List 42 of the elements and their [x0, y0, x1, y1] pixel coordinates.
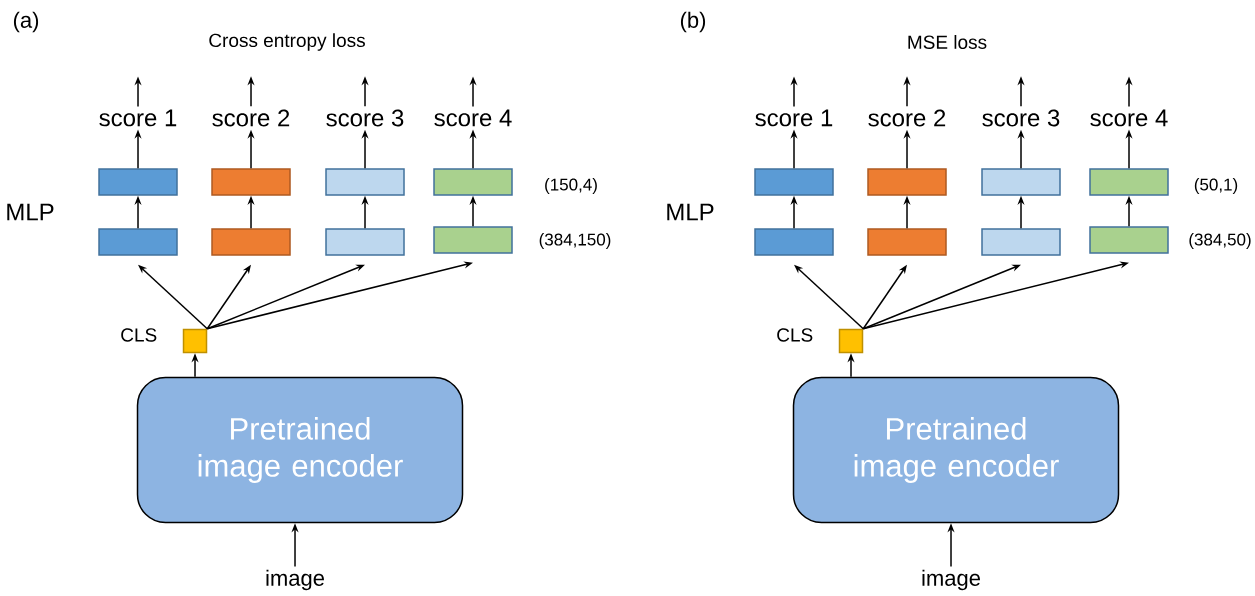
shape-label: (150,4) — [545, 178, 597, 194]
layer-box — [211, 168, 291, 196]
score-text: score 3 — [982, 109, 1060, 127]
panel-label: (b) — [680, 11, 706, 33]
panel-label: (a) — [13, 11, 39, 33]
layer-group-label: MLP — [7, 203, 54, 221]
layer-box — [981, 228, 1061, 256]
layer-group-label: MLP — [667, 203, 714, 221]
layer-box — [1089, 168, 1169, 196]
layer-box — [98, 168, 178, 196]
input-label: image — [266, 569, 324, 591]
shape-label: (384,50) — [1189, 233, 1251, 249]
layer-box — [433, 226, 513, 254]
score-text: score 4 — [1090, 109, 1168, 127]
score-text: score 1 — [755, 109, 833, 127]
layer-box — [325, 228, 405, 256]
input-label: image — [922, 569, 980, 591]
layer-box — [325, 168, 405, 196]
score-text: score 2 — [212, 109, 290, 127]
layer-box — [211, 228, 291, 256]
layer-box — [433, 168, 513, 196]
score-text: score 1 — [99, 109, 177, 127]
score-text: score 3 — [326, 109, 404, 127]
score-text: score 4 — [434, 109, 512, 127]
layer-box — [1089, 226, 1169, 254]
token-square — [838, 328, 864, 354]
score-text: score 2 — [868, 109, 946, 127]
shape-label: (50,1) — [1194, 178, 1238, 194]
token-square — [182, 328, 208, 354]
token-label: CLS — [121, 328, 157, 342]
token-label: CLS — [777, 328, 813, 342]
shape-label: (384,150) — [539, 233, 611, 249]
layer-box — [754, 228, 834, 256]
layer-box — [867, 168, 947, 196]
layer-box — [981, 168, 1061, 196]
loss-label: MSE loss — [908, 35, 987, 49]
layer-box — [98, 228, 178, 256]
encoder-box: Pretrained image encoder — [136, 376, 464, 524]
encoder-box: Pretrained image encoder — [792, 376, 1120, 524]
layer-box — [867, 228, 947, 256]
loss-label: Cross entropy loss — [209, 33, 365, 51]
layer-box — [754, 168, 834, 196]
